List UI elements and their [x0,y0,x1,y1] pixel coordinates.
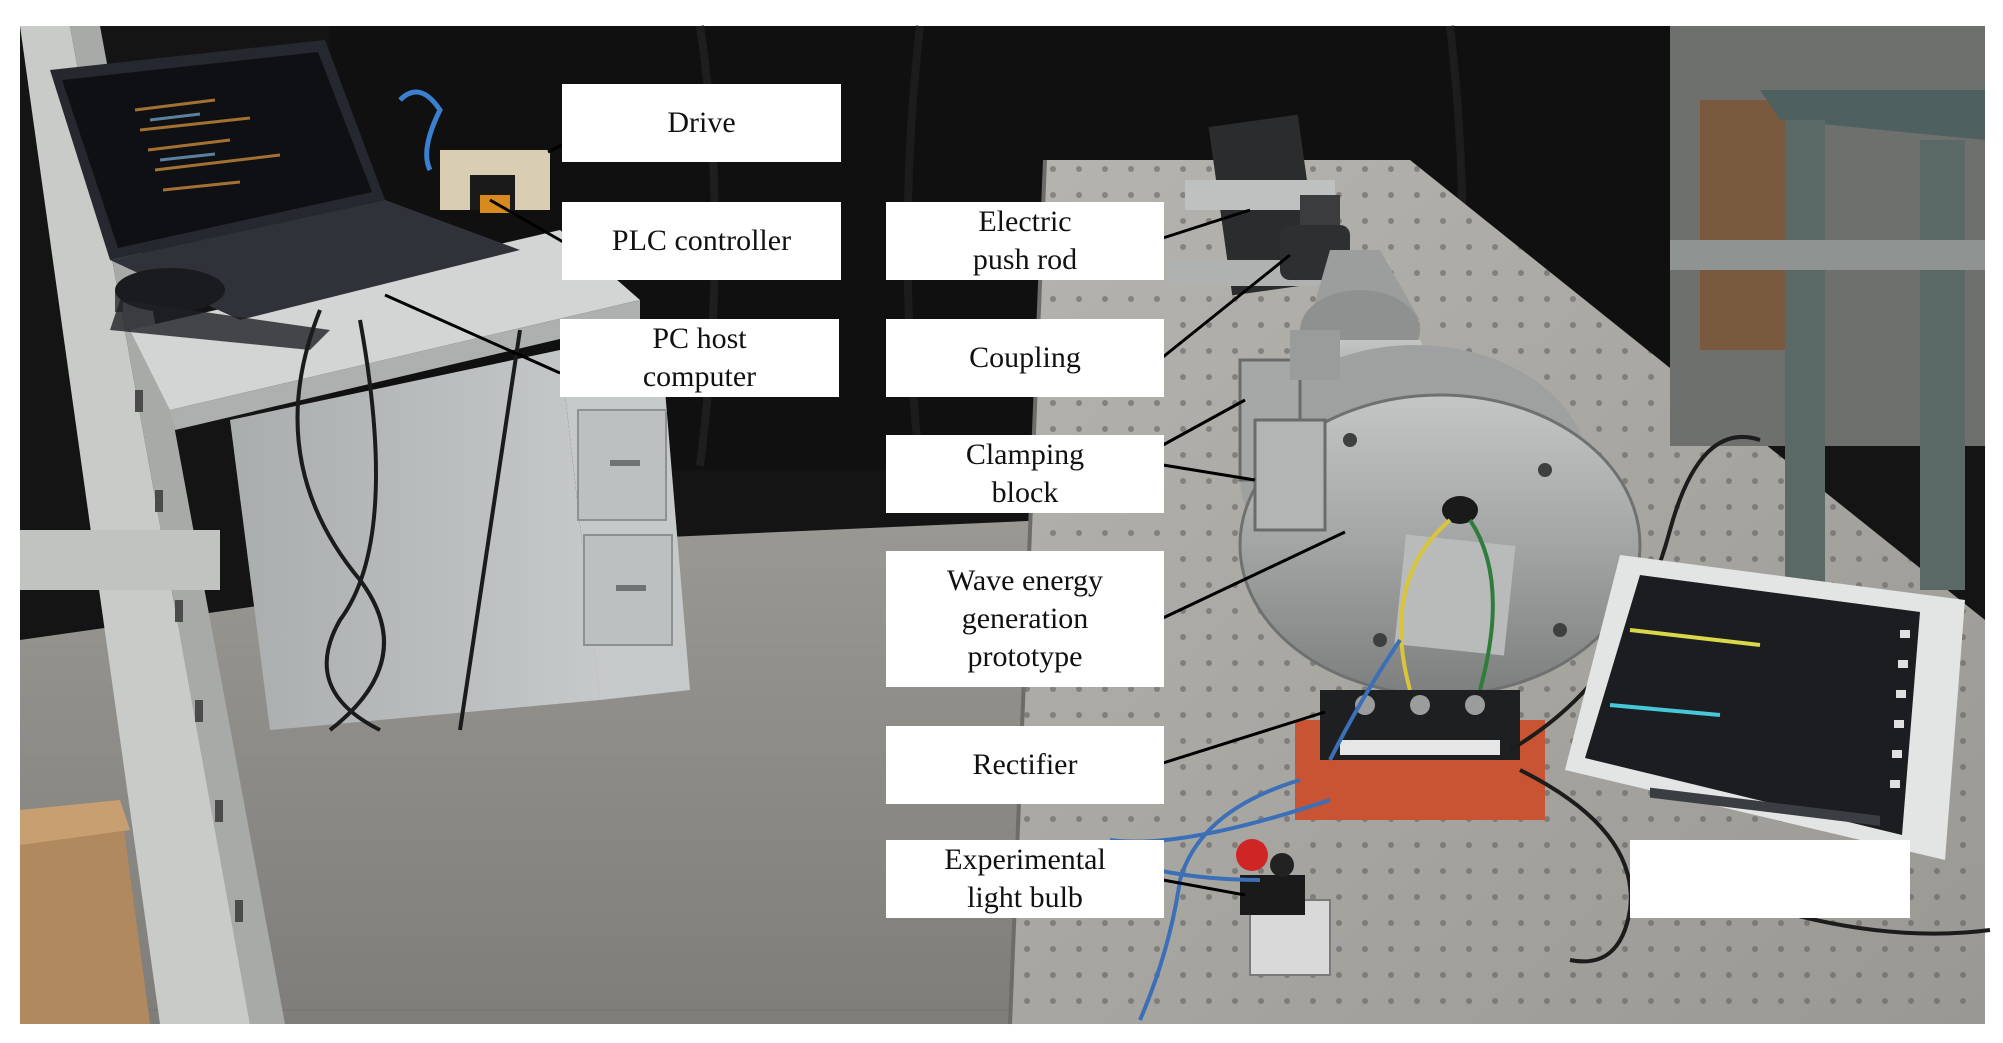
experimental-light-bulb [1236,839,1331,976]
leader-clamp-2 [1162,463,1256,482]
leader-rectifier [1162,710,1326,765]
label-electric-push-rod: Electric push rod [886,202,1164,280]
drive-plc-unit [398,89,550,213]
clamping-blocks [1238,330,1340,532]
label-coupling: Coupling [886,319,1164,397]
label-drive: Drive [562,84,841,162]
label-plc-controller: PLC controller [562,202,841,280]
oscilloscope [1565,555,1965,860]
rectifier [1295,690,1545,820]
cables [295,309,522,732]
leader-coupling [1162,253,1291,359]
desk [130,230,690,730]
label-pc-host-computer: PC host computer [560,319,839,397]
label-experimental-light-bulb: Experimental light bulb [886,840,1164,918]
leader-bulb [1162,878,1246,897]
label-clamping-block: Clamping block [886,435,1164,513]
leader-push-rod [1162,208,1251,240]
label-oscilloscope [1630,840,1910,918]
laptop [50,40,520,350]
storage-rack [20,26,285,1024]
right-shelving [1670,26,1985,590]
leader-pc [384,293,561,375]
wave-energy-prototype [1238,250,1642,697]
leader-prototype [1162,530,1346,620]
leader-clamp-1 [1162,398,1246,447]
label-wave-energy-prototype: Wave energy generation prototype [886,551,1164,687]
leader-drive [547,143,563,154]
leader-plc [489,198,566,245]
label-rectifier: Rectifier [886,726,1164,804]
leader-lines [384,143,1346,897]
